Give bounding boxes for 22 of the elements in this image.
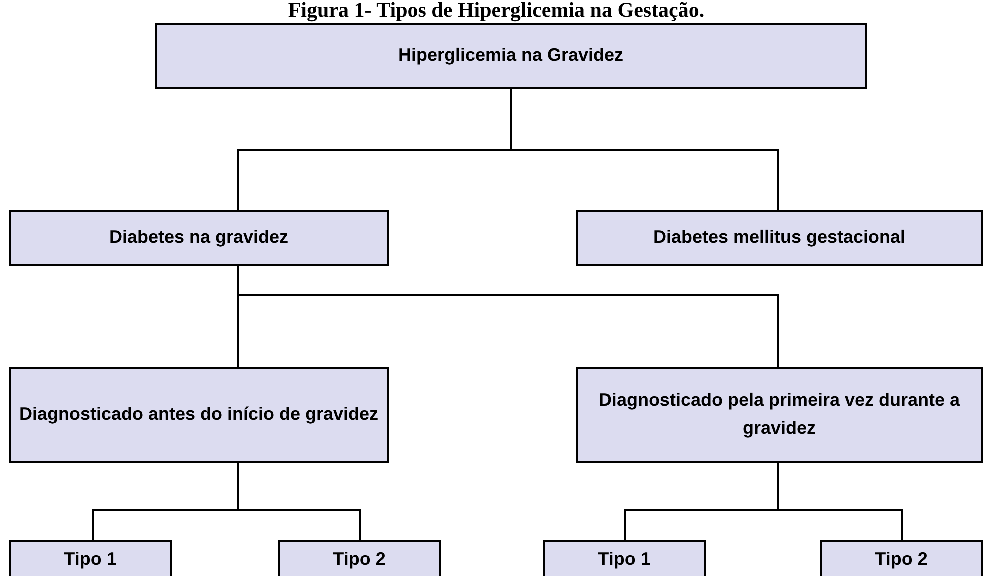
- box-label: Tipo 1: [598, 548, 651, 572]
- category-box: [278, 540, 441, 576]
- category-box: [9, 540, 172, 576]
- box-label: Tipo 2: [333, 548, 386, 572]
- figure-title: Figura 1- Tipos de Hiperglicemia na Gestação.: [287, 0, 706, 23]
- box-label: Diagnosticado antes do início de gravidez: [19, 403, 379, 426]
- category-box: [9, 367, 389, 463]
- category-box: [155, 23, 867, 89]
- category-box: [543, 540, 706, 576]
- connector-line: [510, 89, 779, 210]
- box-label: Tipo 2: [875, 548, 928, 572]
- category-box: [576, 367, 983, 463]
- box-label: Diagnosticado pela primeira vez durante a gravidez: [598, 389, 962, 440]
- box-label: Tipo 1: [64, 548, 117, 572]
- category-box: [9, 210, 389, 266]
- connector-line: [777, 463, 903, 540]
- box-label: Diabetes mellitus gestacional: [653, 226, 906, 250]
- box-label: Diabetes na gravidez: [109, 226, 289, 250]
- category-box: [576, 210, 983, 266]
- box-label: Hiperglicemia na Gravidez: [398, 44, 624, 68]
- category-box: [820, 540, 983, 576]
- connector-line: [237, 463, 361, 540]
